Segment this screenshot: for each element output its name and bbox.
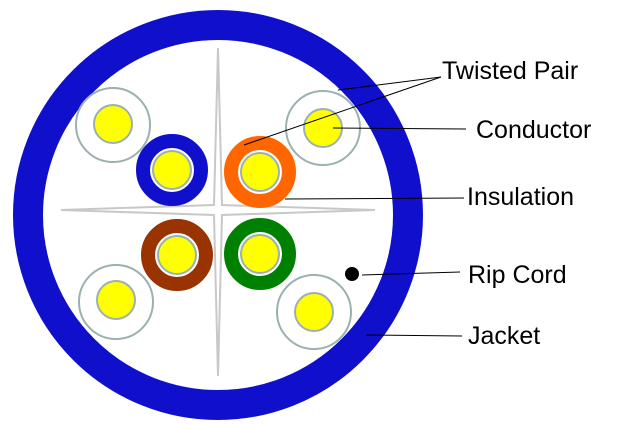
leader-rip-cord <box>361 271 461 276</box>
leader-conductor <box>332 127 467 130</box>
jacket-label: Jacket <box>468 322 541 350</box>
leader-lines <box>243 76 467 337</box>
conductor-label: Conductor <box>476 116 592 144</box>
rip-cord <box>345 267 359 281</box>
conductor-bottom-left <box>96 280 136 320</box>
leader-insulation <box>284 197 465 200</box>
conductor-blue <box>152 150 192 190</box>
conductor-green <box>240 234 280 274</box>
cross-separator <box>60 47 376 377</box>
rip-cord-label: Rip Cord <box>468 261 567 289</box>
conductor-brown <box>157 235 197 275</box>
conductor-top-left <box>93 104 133 144</box>
twisted-pair-label: Twisted Pair <box>442 57 579 85</box>
leader-twisted-pair-b <box>243 76 442 146</box>
leader-twisted-pair-a <box>337 76 442 91</box>
insulation-label: Insulation <box>467 183 575 211</box>
conductor-bottom-right <box>294 292 334 332</box>
leader-jacket <box>365 334 463 337</box>
conductor-orange <box>240 152 280 192</box>
